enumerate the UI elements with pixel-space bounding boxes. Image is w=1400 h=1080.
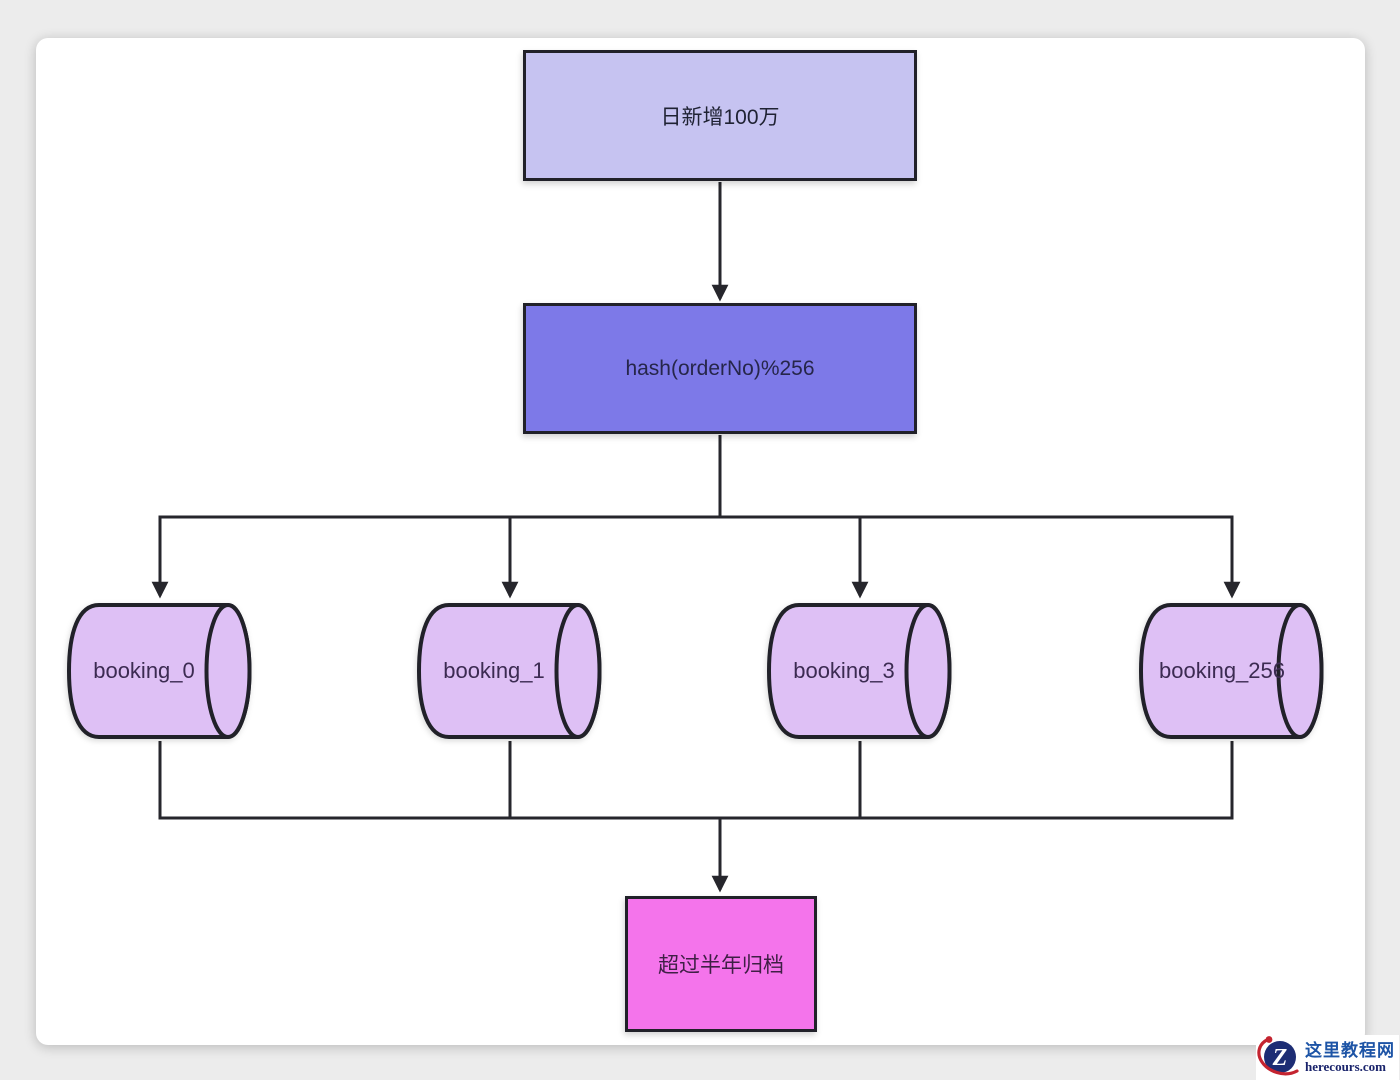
- shard-cylinder-booking-256: booking_256: [1137, 601, 1327, 741]
- node-archive: 超过半年归档: [625, 896, 817, 1032]
- shard-cylinder-booking-0: booking_0: [65, 601, 255, 741]
- shard-cylinder-booking-3: booking_3: [765, 601, 955, 741]
- cylinder-icon: [66, 603, 252, 739]
- node-archive-label: 超过半年归档: [658, 954, 784, 977]
- shard-label: booking_256: [1158, 658, 1285, 683]
- watermark-logo-icon: Z: [1257, 1036, 1299, 1076]
- watermark-badge[interactable]: Z 这里教程网 herecours.com: [1256, 1035, 1399, 1080]
- watermark-site-name: 这里教程网: [1305, 1040, 1395, 1060]
- cylinder-icon: [766, 603, 952, 739]
- node-daily-increase-label: 日新增100万: [660, 105, 780, 129]
- watermark-text: 这里教程网 herecours.com: [1305, 1041, 1395, 1075]
- node-hash-function-label: hash(orderNo)%256: [625, 356, 815, 380]
- cylinder-icon: [416, 603, 602, 739]
- node-daily-increase: 日新增100万: [523, 50, 917, 181]
- cylinder-icon: [1138, 603, 1324, 739]
- node-hash-function: hash(orderNo)%256: [523, 303, 917, 434]
- svg-text:Z: Z: [1272, 1045, 1288, 1071]
- shard-label: booking_3: [793, 658, 895, 683]
- shard-label: booking_0: [93, 658, 195, 683]
- shard-cylinder-booking-1: booking_1: [415, 601, 605, 741]
- shard-label: booking_1: [443, 658, 545, 683]
- diagram-canvas: [36, 38, 1365, 1045]
- watermark-site-domain: herecours.com: [1305, 1058, 1386, 1074]
